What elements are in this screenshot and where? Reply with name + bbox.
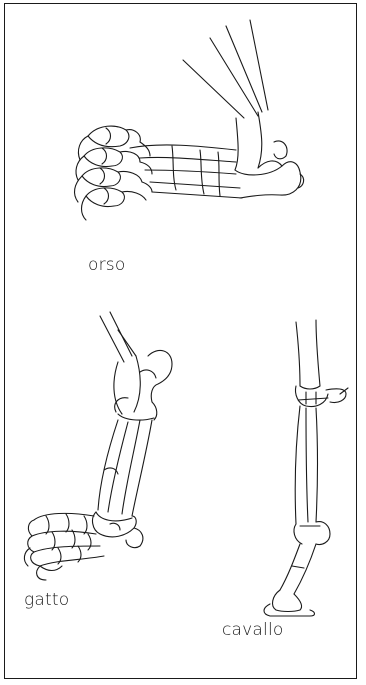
bear-foot-skeleton <box>75 20 304 220</box>
horse-leg-skeleton <box>264 320 348 616</box>
cat-leg-skeleton <box>24 312 172 580</box>
horse-label: cavallo <box>222 620 284 640</box>
cat-label: gatto <box>24 590 69 610</box>
bear-label: orso <box>88 255 125 275</box>
